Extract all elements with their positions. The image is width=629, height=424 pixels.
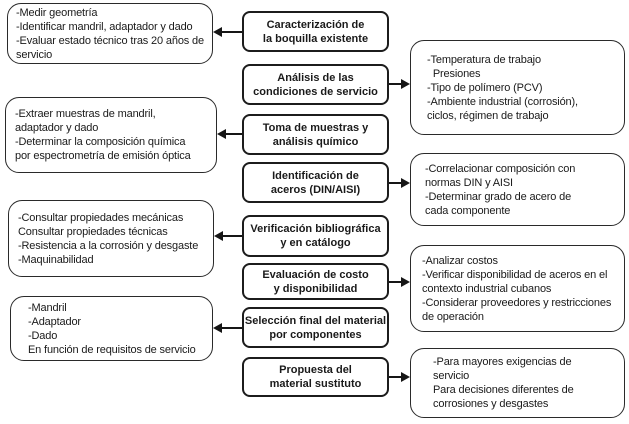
arrow-step8-to-right-note-icon: [389, 372, 410, 382]
note-line: En función de requisitos de servicio: [28, 343, 196, 356]
note-box-caracterizacion-detalle: -Medir geometría -Identificar mandril, a…: [7, 3, 213, 64]
note-box-condiciones-detalle: -Temperatura de trabajo Presiones -Tipo …: [410, 40, 625, 135]
note-line: por espectrometría de emisión óptica: [15, 150, 191, 162]
note-line: cada componente: [425, 204, 511, 217]
note-line: Para decisiones diferentes de: [433, 384, 574, 396]
note-line: -Considerar proveedores y restricciones: [422, 296, 612, 309]
step-label: Selección final del material por compone…: [244, 314, 387, 341]
note-line: normas DIN y AISI: [425, 176, 513, 189]
note-line: Consultar propiedades técnicas: [18, 225, 168, 238]
note-line: servicio: [16, 48, 53, 61]
step-box-caracterizacion-boquilla: Caracterización de la boquilla existente: [242, 11, 389, 52]
note-box-identificacion-detalle: -Correlacionar composición con normas DI…: [410, 153, 625, 226]
note-line: -Consultar propiedades mecánicas: [18, 211, 184, 224]
note-box-verificacion-detalle: -Consultar propiedades mecánicas Consult…: [8, 200, 214, 277]
note-line: servicio: [433, 370, 470, 382]
note-line: -Dado: [28, 329, 58, 342]
note-line: de operación: [422, 310, 484, 323]
step-box-seleccion-final: Selección final del material por compone…: [242, 307, 389, 348]
step-label: Caracterización de la boquilla existente: [262, 18, 369, 45]
note-line: -Tipo de polímero (PCV): [427, 81, 543, 94]
note-line: -Correlacionar composición con: [425, 162, 576, 175]
note-line: -Identificar mandril, adaptador y dado: [16, 20, 193, 33]
note-box-propuesta-detalle: -Para mayores exigencias de servicio Par…: [410, 348, 625, 418]
note-line: -Extraer muestras de mandril,: [15, 108, 156, 120]
arrow-step1-to-left-note-icon: [213, 27, 242, 37]
step-label: Verificación bibliográfica y en catálogo: [250, 223, 381, 249]
note-line: -Analizar costos: [422, 254, 498, 267]
note-line: adaptador y dado: [15, 122, 99, 134]
note-line: corrosiones y desgastes: [433, 398, 549, 410]
arrow-step2-to-right-note-icon: [389, 79, 410, 89]
step-box-identificacion-aceros: Identificación de aceros (DIN/AISI): [242, 162, 389, 203]
note-line: -Ambiente industrial (corrosión),: [427, 95, 578, 108]
note-line: -Para mayores exigencias de: [433, 356, 572, 368]
step-label: Evaluación de costo y disponibilidad: [262, 268, 369, 295]
step-label: Toma de muestras y análisis químico: [262, 121, 369, 148]
arrow-step4-to-right-note-icon: [389, 178, 410, 188]
note-line: -Mandril: [28, 301, 67, 314]
arrow-step3-to-left-note-icon: [217, 129, 242, 139]
note-line: -Evaluar estado técnico tras 20 años de: [16, 34, 204, 47]
note-line: -Adaptador: [28, 315, 81, 328]
note-line: Presiones: [427, 67, 481, 80]
step-box-analisis-condiciones: Análisis de las condiciones de servicio: [242, 64, 389, 105]
note-line: ciclos, régimen de trabajo: [427, 109, 549, 122]
note-line: -Medir geometría: [16, 6, 98, 19]
note-box-seleccion-detalle: -Mandril -Adaptador -Dado En función de …: [10, 296, 213, 361]
note-line: -Resistencia a la corrosión y desgaste: [18, 239, 199, 252]
note-line: -Temperatura de trabajo: [427, 53, 541, 66]
note-line: -Maquinabilidad: [18, 253, 94, 266]
step-box-toma-muestras: Toma de muestras y análisis químico: [242, 114, 389, 155]
note-box-evaluacion-detalle: -Analizar costos -Verificar disponibilid…: [410, 245, 625, 332]
arrow-step5-to-left-note-icon: [214, 231, 242, 241]
step-label: Propuesta del material sustituto: [269, 364, 362, 390]
step-label: Análisis de las condiciones de servicio: [253, 71, 378, 98]
arrow-step7-to-left-note-icon: [213, 323, 242, 333]
note-line: -Determinar la composición química: [15, 136, 186, 148]
note-line: contexto industrial cubanos: [422, 282, 552, 295]
note-line: -Determinar grado de acero de: [425, 190, 572, 203]
note-line: -Verificar disponibilidad de aceros en e…: [422, 268, 608, 281]
arrow-step6-to-right-note-icon: [389, 277, 410, 287]
step-box-evaluacion-costo: Evaluación de costo y disponibilidad: [242, 263, 389, 300]
step-box-propuesta-material: Propuesta del material sustituto: [242, 357, 389, 397]
note-box-toma-muestras-detalle: -Extraer muestras de mandril, adaptador …: [5, 97, 217, 173]
step-box-verificacion-bibliografica: Verificación bibliográfica y en catálogo: [242, 215, 389, 257]
step-label: Identificación de aceros (DIN/AISI): [270, 169, 361, 196]
